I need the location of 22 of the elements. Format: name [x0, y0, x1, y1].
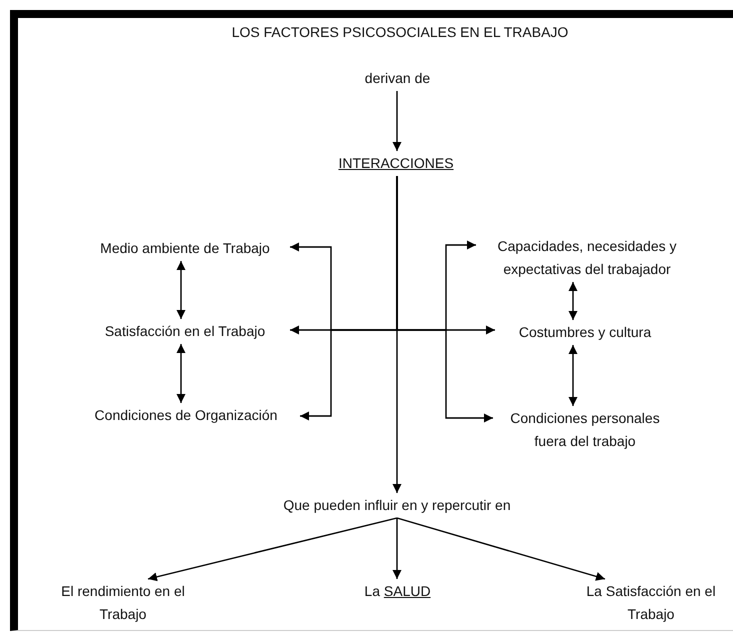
arrow: [392, 518, 402, 579]
node-text: Medio ambiente de Trabajo: [99, 239, 271, 258]
double-arrow: [568, 345, 578, 406]
double-arrow: [176, 344, 186, 403]
double-arrow: [176, 261, 186, 319]
node-text: Condiciones de Organización: [94, 406, 278, 425]
diagram-title: LOS FACTORES PSICOSOCIALES EN EL TRABAJO: [230, 24, 570, 40]
arrow: [148, 517, 398, 582]
node-text: Costumbres y cultura: [518, 323, 652, 342]
node-text: Condiciones personales fuera del trabajo: [509, 409, 661, 451]
node-text: La Satisfacción en el Trabajo: [585, 582, 717, 624]
node-text: derivan de: [364, 69, 432, 88]
node-text: INTERACCIONES: [337, 154, 455, 173]
arrow: [392, 91, 402, 151]
node-text: Satisfacción en el Trabajo: [104, 322, 266, 341]
node-text: La SALUD: [363, 582, 432, 601]
arrow: [396, 517, 606, 581]
arrow: [392, 176, 402, 493]
node-text: Que pueden influir en y repercutir en: [282, 496, 512, 515]
double-arrow: [568, 282, 578, 320]
node-text: Capacidades, necesidades y expectativas del trabajador: [496, 237, 678, 279]
node-text: El rendimiento en el Trabajo: [60, 582, 186, 624]
